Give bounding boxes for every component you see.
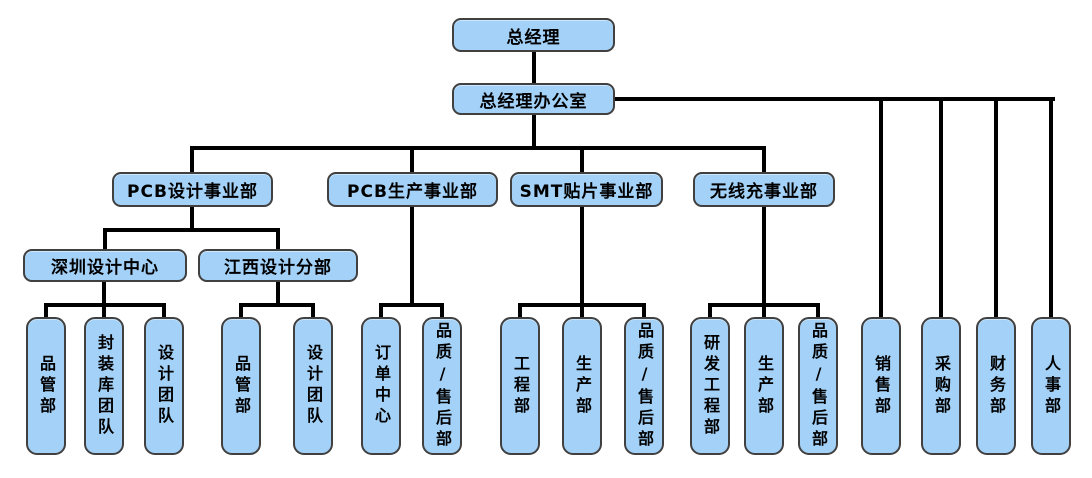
connector-line: [440, 303, 444, 317]
org-node-jiangxi-design-branch: 江西设计分部: [198, 249, 358, 282]
connector-line: [311, 303, 315, 317]
org-node-package-library-team: 封装库团队: [84, 317, 124, 455]
connector-line: [102, 282, 106, 303]
org-node-gm-office: 总经理办公室: [452, 83, 615, 115]
org-node-label: 江西设计分部: [224, 258, 332, 278]
org-node-production-dept-smt: 生产部: [562, 317, 602, 455]
org-node-label: 总经理办公室: [479, 91, 588, 112]
connector-line: [410, 207, 414, 303]
org-node-label: 封装库团队: [95, 333, 114, 439]
connector-line: [379, 303, 444, 307]
org-node-quality-aftersales-wireless: 品质/售后部: [798, 317, 838, 455]
connector-line: [276, 228, 280, 249]
org-node-hr-dept: 人事部: [1031, 317, 1071, 455]
org-node-finance-dept: 财务部: [976, 317, 1016, 455]
org-node-quality-aftersales-smt: 品质/售后部: [624, 317, 664, 455]
org-node-label: PCB设计事业部: [127, 182, 258, 202]
org-node-label: PCB生产事业部: [347, 182, 478, 202]
connector-line: [580, 303, 584, 317]
org-node-pcb-design-division: PCB设计事业部: [112, 172, 273, 207]
org-node-label: 品管部: [37, 354, 56, 418]
org-node-label: 采购部: [932, 354, 951, 418]
connector-line: [518, 303, 522, 317]
org-node-sales-dept: 销售部: [861, 317, 901, 455]
org-node-label: 生产部: [755, 354, 774, 418]
org-node-wireless-charging-division: 无线充事业部: [693, 172, 835, 207]
org-node-gm: 总经理: [452, 18, 615, 52]
org-node-pcb-production-division: PCB生产事业部: [327, 172, 498, 207]
org-node-quality-aftersales-pcb: 品质/售后部: [422, 317, 462, 455]
org-node-label: 人事部: [1042, 354, 1061, 418]
connector-line: [532, 115, 536, 146]
connector-line: [103, 228, 280, 232]
org-node-label: 工程部: [511, 354, 530, 418]
connector-line: [190, 146, 766, 150]
connector-line: [879, 97, 883, 317]
org-node-label: 设计团队: [304, 344, 323, 428]
org-node-rd-engineering-dept: 研发工程部: [690, 317, 730, 455]
org-node-design-team-jx: 设计团队: [293, 317, 333, 455]
connector-line: [580, 207, 584, 303]
org-node-label: 品质/售后部: [433, 321, 452, 451]
org-node-design-team-sz: 设计团队: [144, 317, 184, 455]
org-node-label: 订单中心: [372, 344, 391, 428]
connector-line: [708, 303, 712, 317]
org-node-engineering-dept: 工程部: [500, 317, 540, 455]
org-node-purchasing-dept: 采购部: [921, 317, 961, 455]
org-node-smt-division: SMT贴片事业部: [510, 172, 663, 207]
org-node-qc-dept-jx: 品管部: [221, 317, 261, 455]
connector-line: [190, 146, 194, 172]
connector-line: [190, 207, 194, 228]
org-node-label: 生产部: [573, 354, 592, 418]
org-node-label: 销售部: [872, 354, 891, 418]
connector-line: [1049, 97, 1053, 317]
org-node-production-dept-wireless: 生产部: [744, 317, 784, 455]
connector-line: [762, 146, 766, 172]
org-node-label: 研发工程部: [701, 333, 720, 439]
connector-line: [532, 52, 536, 83]
org-node-label: SMT贴片事业部: [519, 182, 654, 202]
org-node-label: 财务部: [987, 354, 1006, 418]
connector-line: [410, 146, 414, 172]
connector-line: [939, 97, 943, 317]
org-node-order-center: 订单中心: [361, 317, 401, 455]
org-node-label: 品质/售后部: [635, 321, 654, 451]
org-node-label: 深圳设计中心: [51, 258, 159, 278]
connector-line: [276, 282, 280, 303]
connector-line: [102, 303, 106, 317]
connector-line: [239, 303, 243, 317]
org-node-label: 无线充事业部: [710, 182, 818, 202]
org-node-shenzhen-design-center: 深圳设计中心: [23, 249, 187, 282]
connector-line: [642, 303, 646, 317]
connector-line: [103, 228, 107, 249]
connector-line: [44, 303, 48, 317]
connector-line: [162, 303, 166, 317]
connector-line: [994, 97, 998, 317]
org-node-label: 设计团队: [155, 344, 174, 428]
connector-line: [816, 303, 820, 317]
org-node-label: 品管部: [232, 354, 251, 418]
connector-line: [239, 303, 315, 307]
org-node-qc-dept-sz: 品管部: [26, 317, 66, 455]
connector-line: [762, 207, 766, 303]
connector-line: [379, 303, 383, 317]
connector-line: [580, 146, 584, 172]
org-node-label: 品质/售后部: [809, 321, 828, 451]
connector-line: [613, 97, 1055, 101]
connector-line: [762, 303, 766, 317]
org-node-label: 总经理: [506, 27, 561, 48]
